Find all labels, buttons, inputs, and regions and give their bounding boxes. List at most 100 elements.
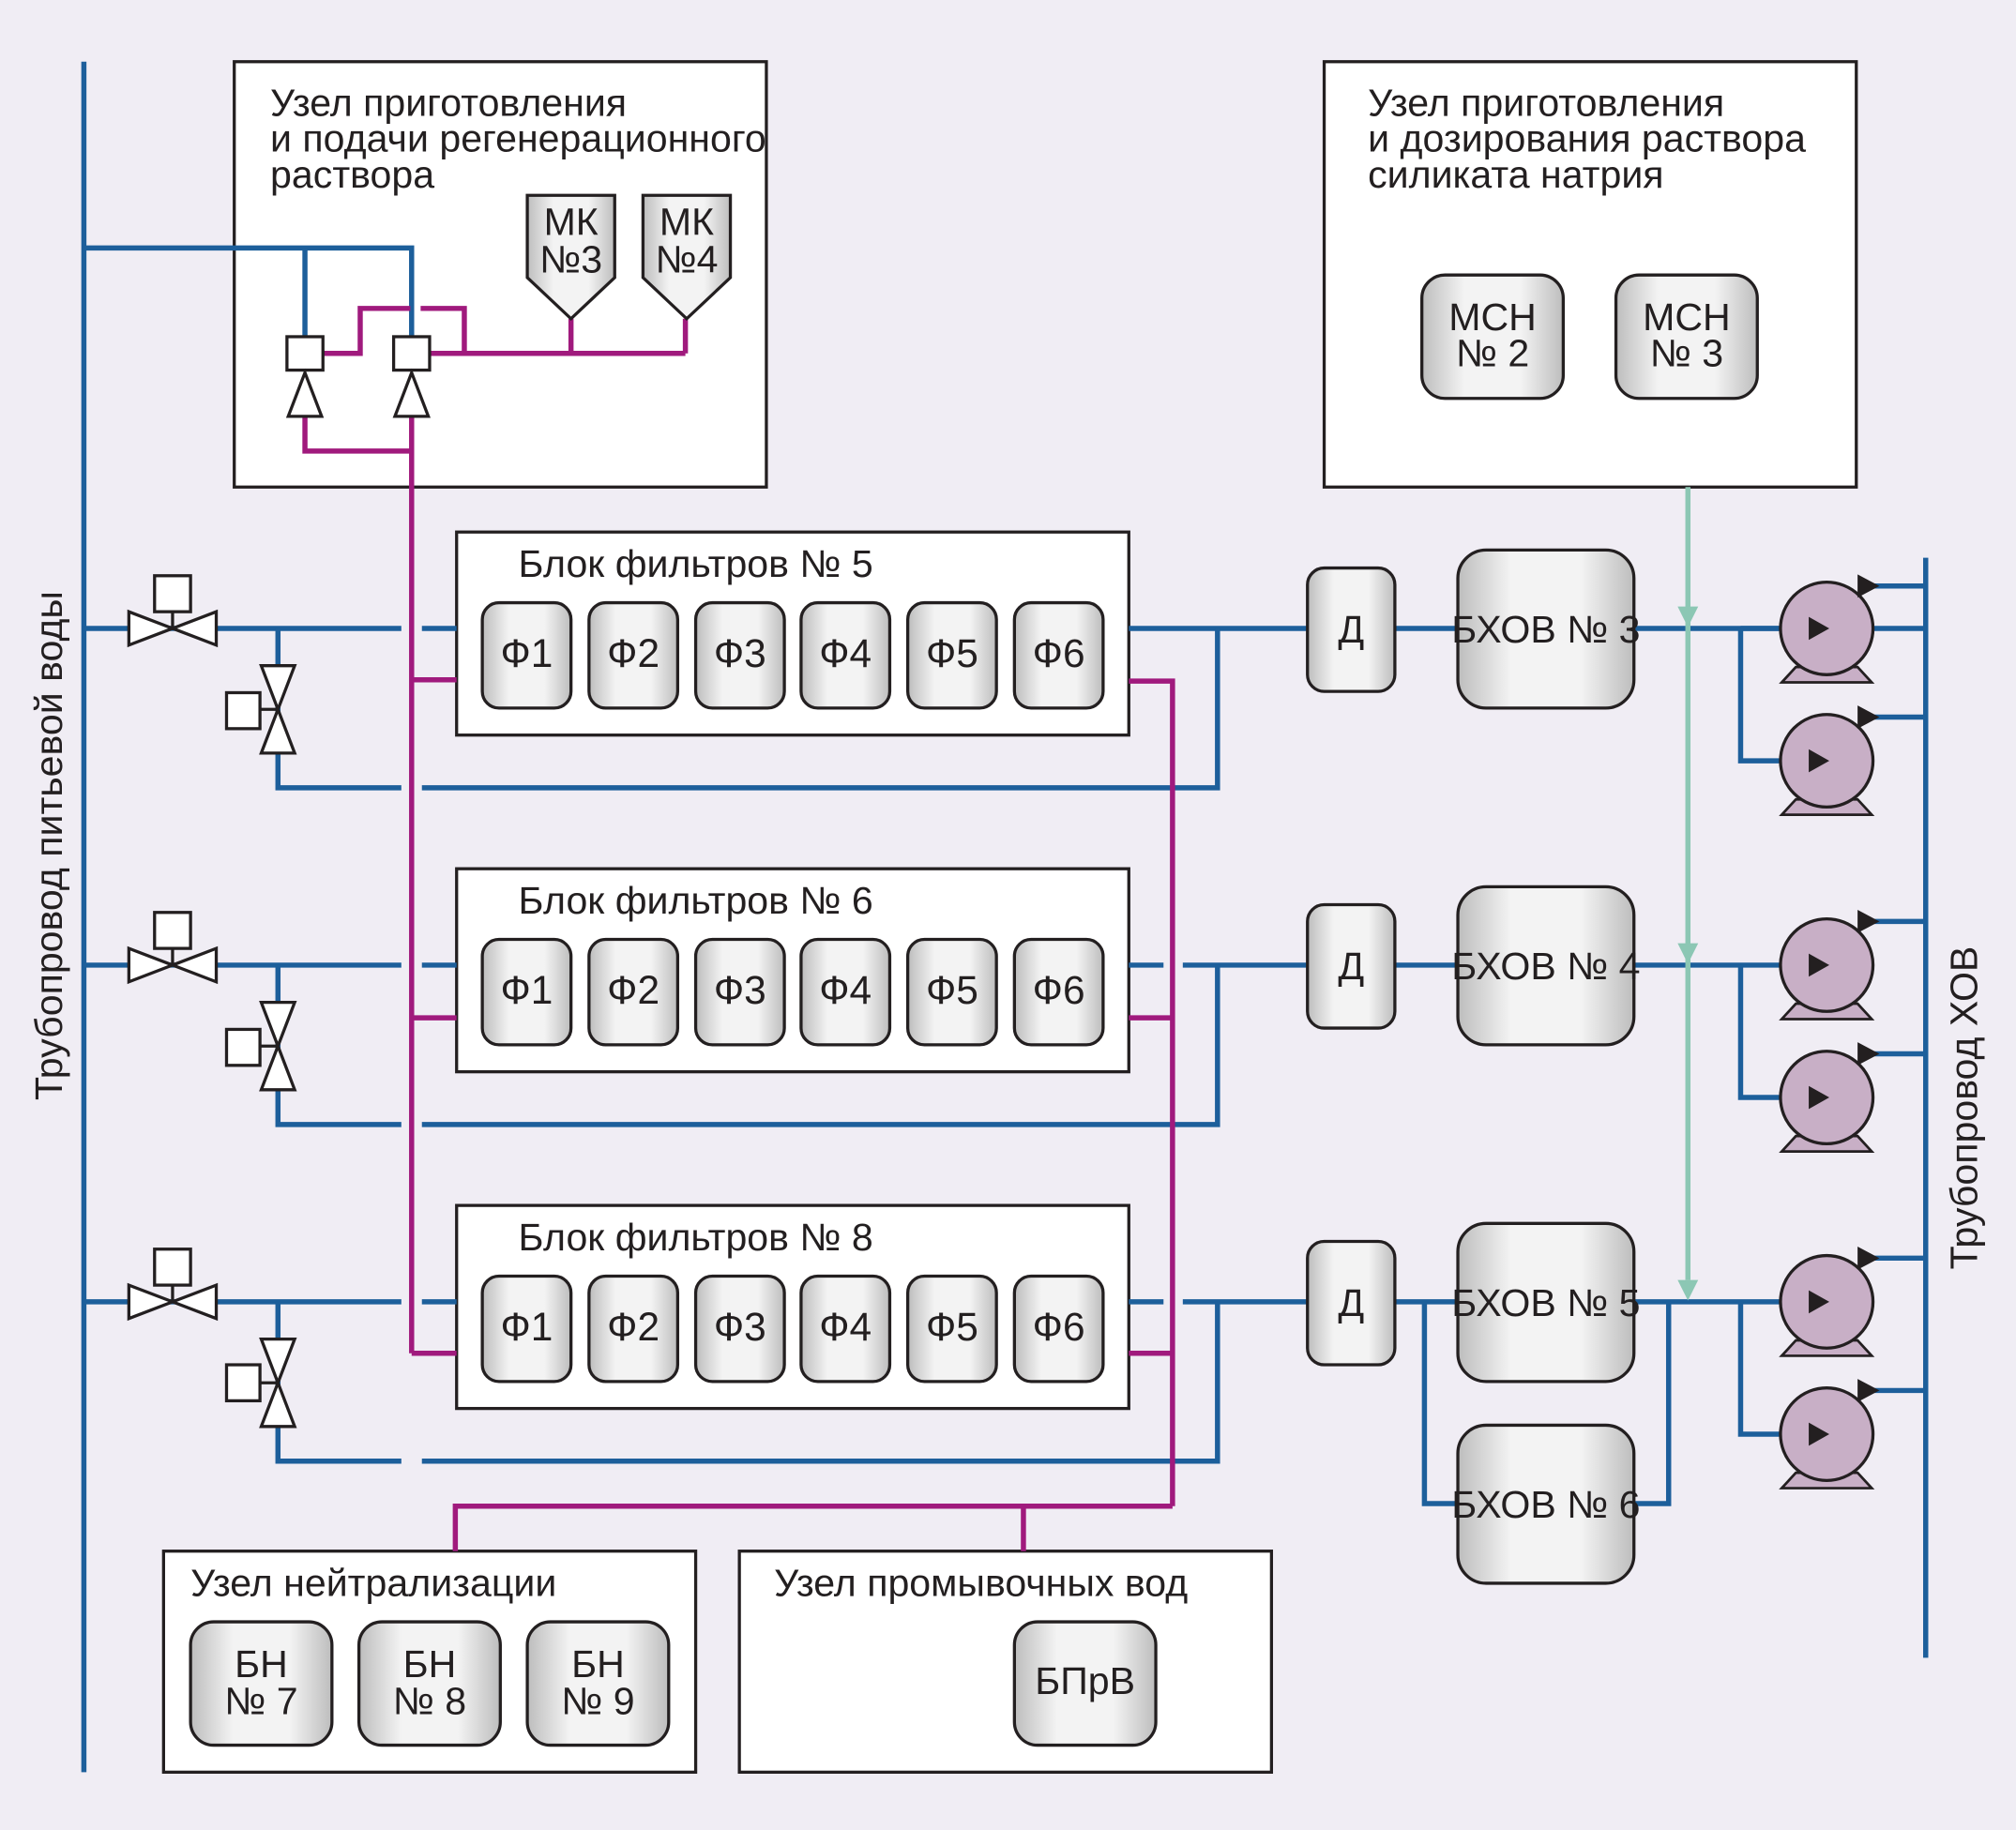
storage-tank — [1456, 885, 1636, 1047]
neutralization-tank — [356, 1620, 502, 1747]
filter — [905, 600, 998, 710]
flow-arrow-icon — [1677, 943, 1699, 964]
filter-label: Ф6 — [1033, 1305, 1085, 1349]
silicate-tank-label-line2: № 3 — [1650, 331, 1723, 374]
neutralization-tank-label-line2: № 9 — [561, 1680, 634, 1723]
neutralization-tank-label-line1: БН — [403, 1642, 457, 1686]
pump-icon — [1779, 1246, 1880, 1357]
filter-label: Ф2 — [607, 968, 659, 1012]
filter — [905, 1274, 998, 1384]
ejector-icon — [392, 368, 431, 418]
inlet-valve-row-3 — [127, 1248, 297, 1429]
pump-icon — [1779, 705, 1880, 817]
hopper-icon: МК №3 — [525, 193, 616, 322]
filter-label: Ф3 — [714, 631, 766, 675]
hopper-label-line2: №4 — [656, 237, 719, 280]
filter-label: Ф5 — [926, 631, 978, 675]
regen-unit-title-line3: раствора — [270, 153, 434, 196]
drinking-water-pipe-label: Трубопровод питьевой воды — [27, 591, 70, 1100]
actuator-icon — [391, 335, 432, 372]
filter — [480, 937, 573, 1047]
filter-label: Ф4 — [819, 631, 872, 675]
filter — [587, 1274, 680, 1384]
valve-icon — [127, 1282, 219, 1322]
neutralization-tank-label-line1: БН — [571, 1642, 625, 1686]
filter — [799, 600, 892, 710]
neutralization-unit: Узел нейтрализации БН № 7 БН № 8 БН № 9 — [189, 1562, 671, 1747]
filter-label: Ф4 — [819, 968, 872, 1012]
filter — [799, 937, 892, 1047]
filter — [1012, 1274, 1105, 1384]
filter — [587, 600, 680, 710]
valve-icon — [259, 1001, 297, 1092]
actuator-icon — [153, 1248, 192, 1287]
valve-icon — [127, 945, 219, 985]
valve-icon — [259, 664, 297, 755]
hopper-label-line1: МК — [659, 201, 714, 244]
filter — [693, 1274, 786, 1384]
silicate-unit-title-line3: силиката натрия — [1368, 153, 1663, 196]
regen-unit-title-line2: и подачи регенерационного — [270, 117, 766, 160]
wash-unit: Узел промывочных вод БПрВ — [774, 1562, 1188, 1747]
filter — [1012, 600, 1105, 710]
regen-unit: Узел приготовления и подачи регенерацион… — [270, 81, 766, 418]
actuator-icon — [224, 690, 262, 731]
doser — [1306, 902, 1397, 1030]
storage-tank — [1456, 548, 1636, 710]
filter-label: Ф1 — [500, 631, 553, 675]
silicate-tank — [1614, 273, 1759, 401]
filter-label: Ф5 — [926, 968, 978, 1012]
hopper-label-line2: №3 — [539, 237, 602, 280]
inlet-valve-row-1 — [127, 574, 297, 755]
silicate-tank-label-line2: № 2 — [1456, 331, 1529, 374]
valve-icon — [259, 1337, 297, 1429]
treated-water-pipe-label: Трубопровод ХОВ — [1943, 946, 1986, 1270]
filter-label: Ф6 — [1033, 968, 1085, 1012]
neutralization-tank-label-line2: № 8 — [393, 1680, 466, 1723]
neutralization-tank-label-line1: БН — [235, 1642, 288, 1686]
filter-label: Ф6 — [1033, 631, 1085, 675]
filter-label: Ф3 — [714, 1305, 766, 1349]
filter — [1012, 937, 1105, 1047]
wash-unit-frame — [737, 1550, 1274, 1774]
silicate-tank — [1420, 273, 1566, 401]
hopper-icon: МК №4 — [641, 193, 733, 322]
filter-block: Блок фильтров № 6 Ф1 Ф2 Ф3 Ф4 Ф5 Ф6 — [480, 879, 1105, 1047]
filter-block: Блок фильтров № 8 Ф1 Ф2 Ф3 Ф4 Ф5 Ф6 — [480, 1216, 1105, 1384]
filter-label: Ф2 — [607, 631, 659, 675]
storage-tank-label: БХОВ № 6 — [1451, 1483, 1640, 1526]
silicate-unit: Узел приготовления и дозирования раствор… — [1368, 81, 1806, 401]
actuator-icon — [153, 911, 192, 950]
valve-icon — [127, 609, 219, 648]
filter-label: Ф5 — [926, 1305, 978, 1349]
filter-label: Ф4 — [819, 1305, 872, 1349]
filter-block-title: Блок фильтров № 8 — [518, 1216, 872, 1259]
water-pipes — [81, 61, 1929, 1773]
storage-tank-label: БХОВ № 4 — [1451, 945, 1640, 988]
filter — [799, 1274, 892, 1384]
neutralization-unit-title: Узел нейтрализации — [190, 1562, 556, 1605]
actuator-icon — [153, 574, 192, 613]
pump-icon — [1779, 910, 1880, 1021]
silicate-dosing-pipe — [1677, 487, 1699, 1301]
filter — [905, 937, 998, 1047]
neutralization-tank — [189, 1620, 334, 1747]
filter — [587, 937, 680, 1047]
storage-tank — [1456, 1221, 1636, 1384]
wash-unit-title: Узел промывочных вод — [774, 1562, 1188, 1605]
silicate-tank-label-line1: МСН — [1643, 295, 1731, 339]
inlet-valve-row-2 — [127, 911, 297, 1092]
filter-block-title: Блок фильтров № 6 — [518, 879, 872, 922]
silicate-unit-title-line1: Узел приготовления — [1368, 81, 1724, 124]
neutralization-tank — [525, 1620, 671, 1747]
silicate-tank-label-line1: МСН — [1448, 295, 1537, 339]
filter-label: Ф1 — [500, 1305, 553, 1349]
silicate-unit-title-line2: и дозирования раствора — [1368, 117, 1806, 160]
hopper-label-line1: МК — [544, 201, 599, 244]
regeneration-pipes — [302, 306, 1175, 1551]
wash-tank — [1012, 1620, 1158, 1747]
filter-block-title: Блок фильтров № 5 — [518, 542, 872, 585]
doser-label: Д — [1338, 945, 1364, 988]
storage-tank-label: БХОВ № 5 — [1451, 1281, 1640, 1324]
